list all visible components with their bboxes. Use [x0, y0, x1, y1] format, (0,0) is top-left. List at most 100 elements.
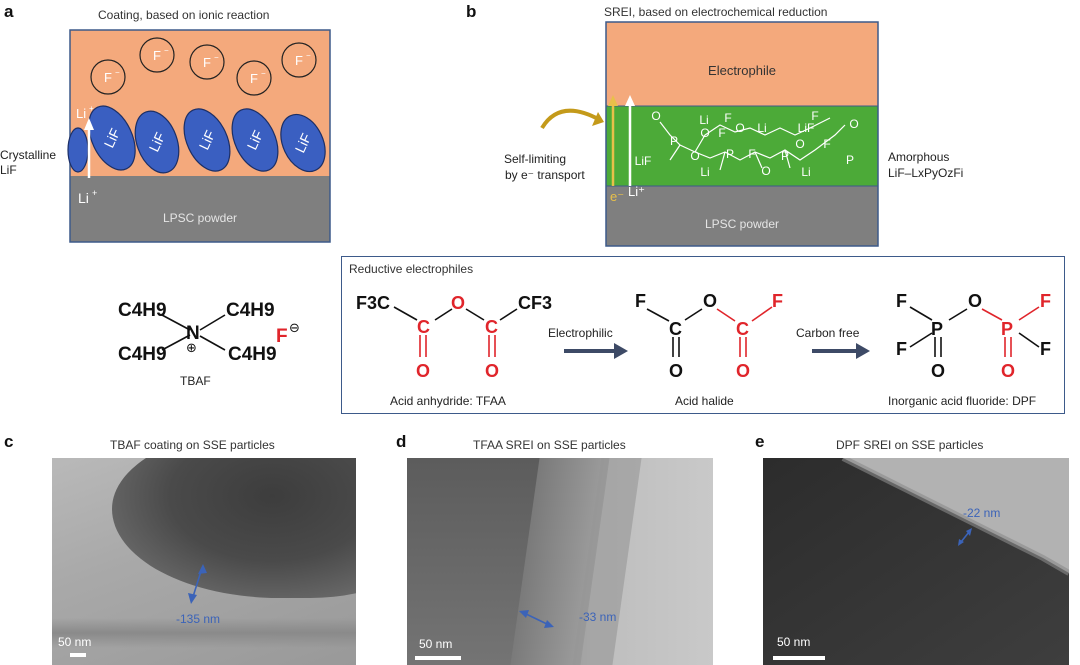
lif-label: LiF	[244, 128, 267, 152]
net-atom: P	[781, 149, 789, 163]
net-atom: F	[718, 126, 725, 140]
svg-text:−: −	[115, 68, 120, 77]
net-atom: F	[724, 111, 731, 125]
lpsc-label-b: LPSC powder	[705, 217, 779, 231]
lif-grain	[280, 113, 326, 173]
net-atom: Li	[699, 113, 708, 127]
li-arrow-head	[84, 118, 94, 130]
amorphous-label-1: Amorphous	[888, 150, 950, 164]
tfaa-name: Acid anhydride: TFAA	[390, 394, 506, 408]
lif-label: LiF	[292, 131, 315, 155]
halide-carbon: C	[669, 319, 682, 339]
tfaa-carbon: C	[417, 317, 430, 337]
srei-layer	[606, 106, 878, 186]
tfaa-oxygen: O	[416, 361, 430, 381]
electrophile-label: Electrophile	[708, 63, 776, 78]
lpsc-label-a: LPSC powder	[163, 211, 237, 225]
net-atom: LiF	[798, 121, 815, 135]
dpf-oxygen-red: O	[1001, 361, 1015, 381]
measure-e: -22 nm	[963, 506, 1001, 520]
svg-text:−: −	[306, 51, 311, 60]
svg-text:−: −	[261, 69, 266, 78]
halide-name: Acid halide	[675, 394, 734, 408]
panel-a-title: Coating, based on ionic reaction	[98, 8, 270, 22]
scalebar-e	[773, 656, 825, 660]
tbaf-chain: C4H9	[118, 344, 167, 365]
panel-d-label: d	[396, 432, 407, 451]
lif-label: LiF	[101, 126, 124, 150]
tfaa-carbon: C	[485, 317, 498, 337]
thickness-marker-d	[523, 612, 550, 626]
panel-b-label: b	[466, 2, 477, 21]
tfaa-oxygen: O	[485, 361, 499, 381]
li-ion-upper: Li	[76, 106, 86, 121]
panel-c-label: c	[4, 432, 14, 451]
fluoride-label: F	[295, 53, 303, 68]
halide-carbon-red: C	[736, 319, 749, 339]
panel-b-frame	[605, 21, 879, 247]
fluoride-label: F	[104, 70, 112, 85]
panel-a-label: a	[4, 2, 14, 21]
electrophiles-structures: F3C CF3 C C O O O Acid anhydride: TFAA E…	[356, 291, 1051, 408]
halide-fluorine: F	[635, 291, 646, 311]
tem-image-d: -33 nm 50 nm	[407, 458, 713, 665]
fluoride-label: F	[250, 71, 258, 86]
net-atom: O	[795, 137, 804, 151]
dpf-phosphorus-red: P	[1001, 319, 1013, 339]
fluoride-circle	[139, 37, 175, 73]
panel-d-title: TFAA SREI on SSE particles	[473, 438, 626, 452]
self-limiting-arrow	[540, 108, 601, 130]
dpf-oxygen: O	[968, 291, 982, 311]
scalebar-label-d: 50 nm	[419, 637, 453, 651]
scalebar-label-c: 50 nm	[58, 635, 92, 649]
net-atom: Li	[700, 165, 709, 179]
dpf-phosphorus: P	[931, 319, 943, 339]
electrophile-layer	[606, 22, 878, 106]
svg-text:−: −	[164, 46, 169, 55]
tfaa-cf3-right: CF3	[518, 293, 552, 313]
net-atom: F	[823, 137, 830, 151]
tbaf-structure: C4H9 C4H9 C4H9 C4H9 N ⊕ F ⊖ TBAF	[118, 300, 300, 388]
net-atom: O	[761, 164, 770, 178]
lif-label: LiF	[196, 128, 219, 152]
net-atom: P	[670, 134, 678, 148]
svg-text:+: +	[92, 188, 97, 198]
fluoride-label: F	[153, 48, 161, 63]
panel-c-title: TBAF coating on SSE particles	[110, 438, 275, 452]
net-atom: O	[849, 117, 858, 131]
net-atom: Li	[801, 165, 810, 179]
lif-grain	[134, 110, 180, 174]
measure-c: -135 nm	[176, 612, 221, 626]
lif-grain	[231, 108, 279, 172]
dpf-fluorine-red: F	[1040, 291, 1051, 311]
halide-oxygen-red: O	[736, 361, 750, 381]
net-atom: O	[651, 109, 660, 123]
arrow1-label: Electrophilic	[548, 326, 613, 340]
tbaf-minus: ⊖	[289, 321, 300, 336]
scalebar-label-e: 50 nm	[777, 635, 811, 649]
fluoride-circle	[189, 44, 225, 80]
dpf-name: Inorganic acid fluoride: DPF	[888, 394, 1036, 408]
dpf-oxygen: O	[931, 361, 945, 381]
lpsc-substrate	[70, 176, 330, 242]
electrophiles-box	[341, 256, 1065, 414]
fluoride-label: F	[203, 55, 211, 70]
fluoride-circle	[90, 59, 126, 95]
net-atom: O	[690, 149, 699, 163]
panel-e-title: DPF SREI on SSE particles	[836, 438, 984, 452]
electron-label: e⁻	[610, 189, 624, 204]
svg-text:+: +	[89, 104, 94, 113]
tfaa-oxygen: O	[451, 293, 465, 313]
tbaf-chain: C4H9	[226, 300, 275, 321]
tbaf-chain: C4H9	[228, 344, 277, 365]
tem-image-e: -22 nm 50 nm	[763, 458, 1069, 665]
lif-grain	[183, 108, 231, 172]
arrow2-label: Carbon free	[796, 326, 860, 340]
halide-oxygen: O	[669, 361, 683, 381]
fluoride-circle	[281, 42, 317, 78]
svg-text:−: −	[214, 53, 219, 62]
particle-e	[763, 458, 1069, 665]
panel-e-label: e	[755, 432, 765, 451]
self-limiting-label-2: by e⁻ transport	[505, 168, 585, 182]
fluoride-circle	[236, 60, 272, 96]
